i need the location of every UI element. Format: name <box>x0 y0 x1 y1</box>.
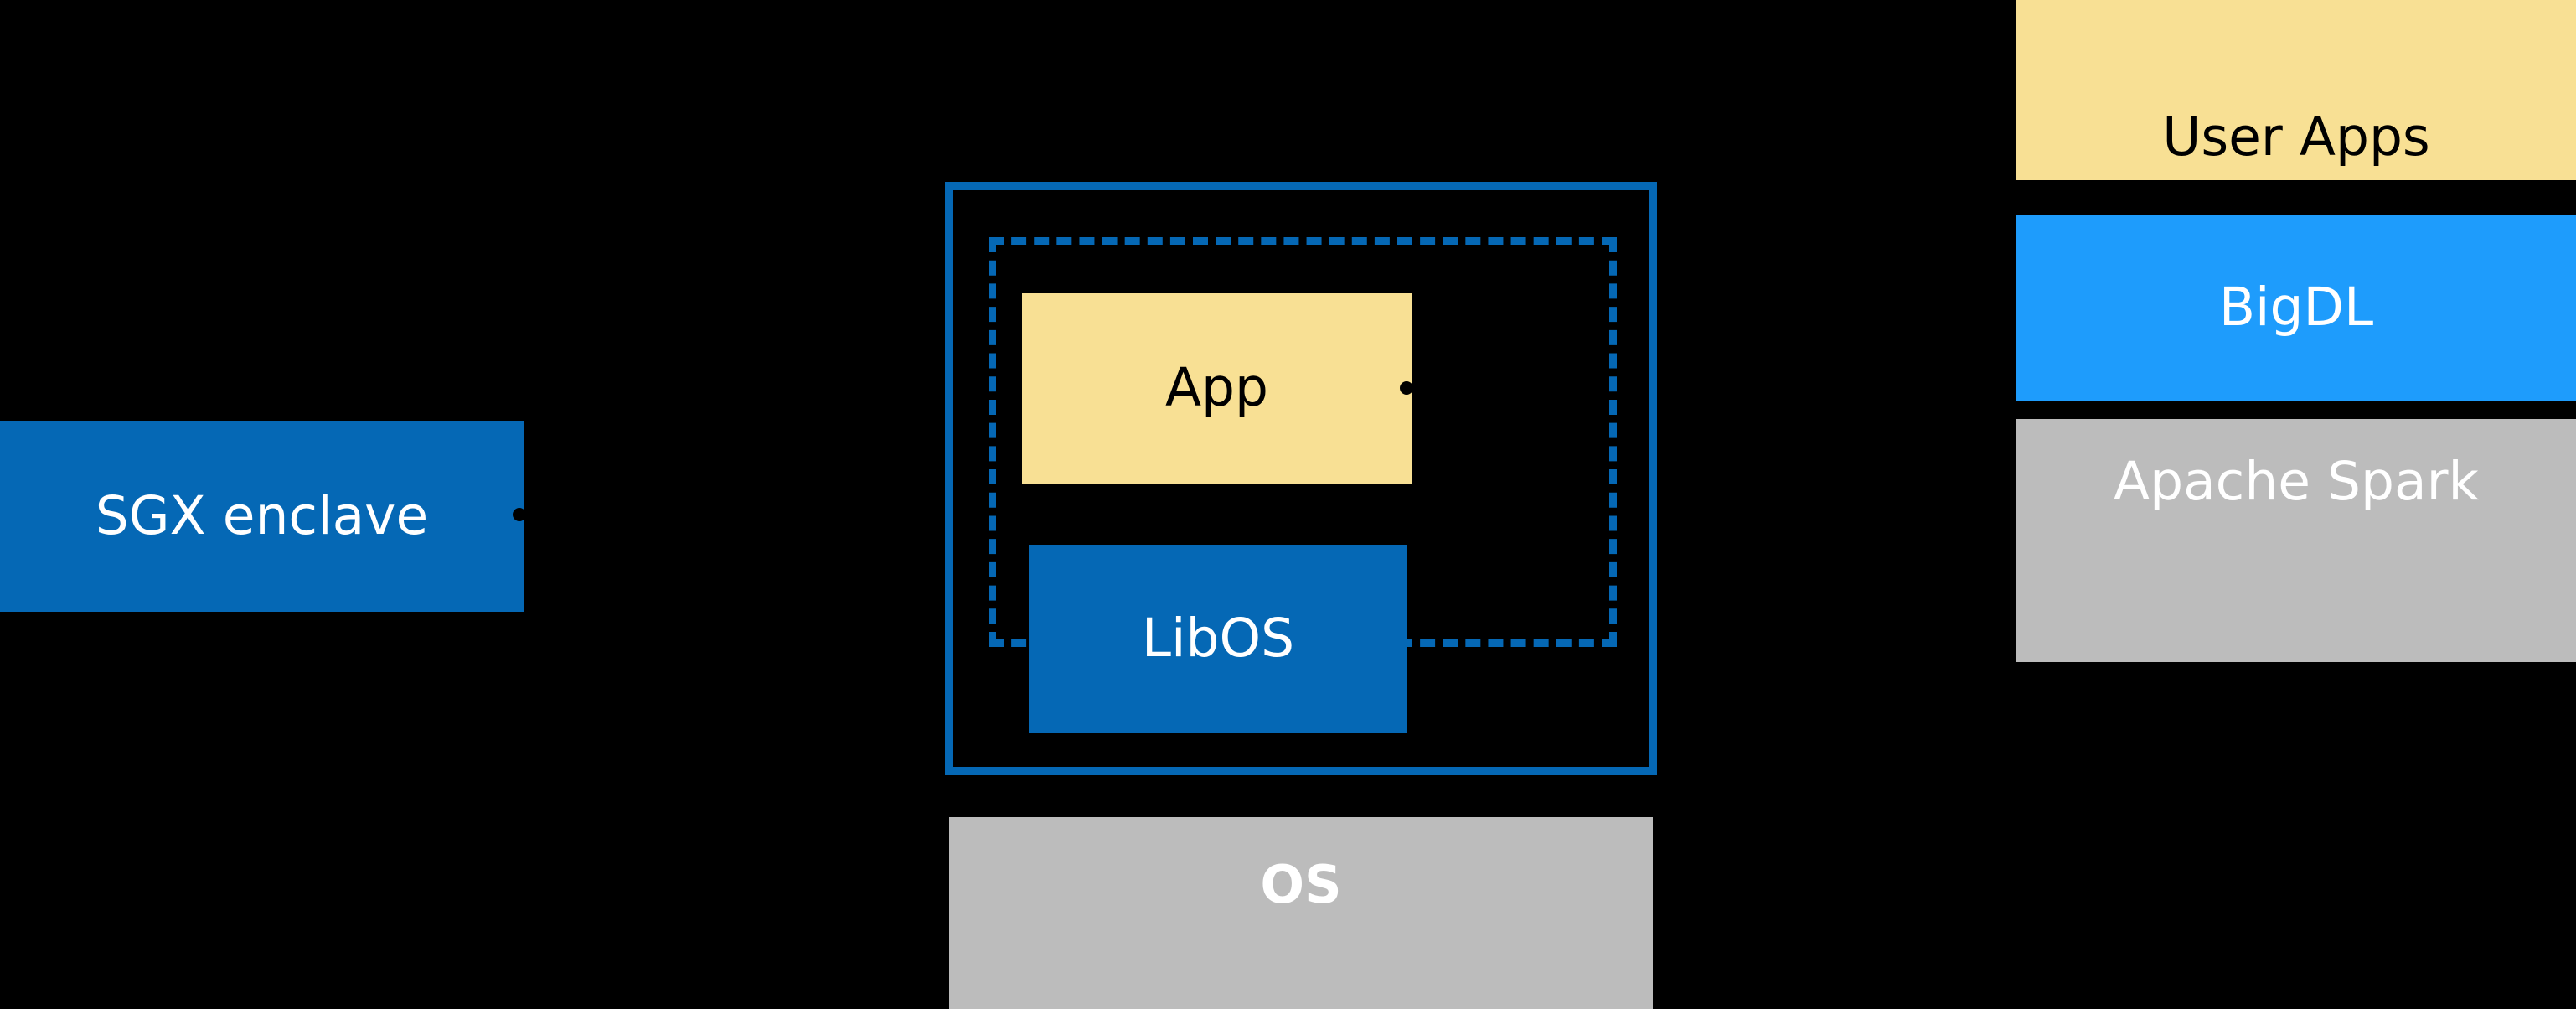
sgx-enclave-label: SGX enclave <box>95 484 429 546</box>
bigdl-label: BigDL <box>2218 276 2374 338</box>
libos-label: LibOS <box>1141 608 1295 670</box>
app-connector-arrow-icon <box>1400 381 1413 395</box>
app-box[interactable]: App <box>1022 293 1412 484</box>
enclave-outline-box <box>945 182 1657 775</box>
os-box[interactable]: OS <box>949 817 1653 1009</box>
sgx-connector-arrow-icon <box>513 508 526 521</box>
apache-spark-label: Apache Spark <box>2113 451 2480 512</box>
bigdl-box[interactable]: BigDL <box>2016 215 2576 401</box>
app-label: App <box>1164 357 1269 419</box>
user-apps-label: User Apps <box>2162 106 2430 168</box>
user-apps-box[interactable]: User Apps <box>2016 0 2576 180</box>
os-label: OS <box>1260 854 1342 915</box>
libos-box[interactable]: LibOS <box>1029 545 1407 733</box>
sgx-enclave-box[interactable]: SGX enclave <box>0 421 524 612</box>
apache-spark-box[interactable]: Apache Spark <box>2016 419 2576 662</box>
